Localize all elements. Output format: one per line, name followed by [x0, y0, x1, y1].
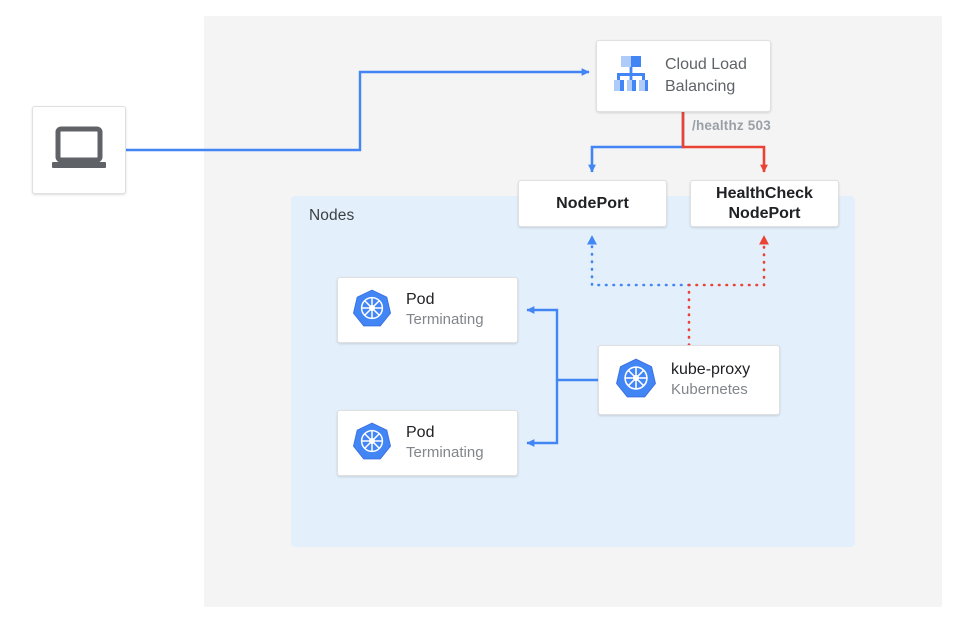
- pod-card-2[interactable]: Pod Terminating: [337, 410, 518, 476]
- cloud-load-balancing-card[interactable]: Cloud Load Balancing: [596, 40, 771, 112]
- healthcheck-nodeport-label: HealthCheck NodePort: [716, 184, 813, 222]
- kube-proxy-subtitle: Kubernetes: [671, 381, 748, 398]
- kubernetes-icon: [352, 288, 392, 333]
- client-laptop-card[interactable]: [32, 106, 126, 194]
- pod-title-2: Pod: [406, 424, 435, 441]
- healthz-edge-label: /healthz 503: [692, 118, 771, 133]
- pod-status-2: Terminating: [406, 444, 484, 461]
- kubernetes-icon: [352, 421, 392, 466]
- pod-status-1: Terminating: [406, 311, 484, 328]
- kube-proxy-title: kube-proxy: [671, 361, 751, 378]
- kube-proxy-card[interactable]: kube-proxy Kubernetes: [598, 345, 780, 415]
- nodeport-label: NodePort: [556, 194, 629, 212]
- laptop-icon: [50, 125, 108, 176]
- healthcheck-nodeport-card[interactable]: HealthCheck NodePort: [690, 180, 839, 227]
- nodes-panel-label: Nodes: [309, 207, 355, 224]
- nodeport-card[interactable]: NodePort: [518, 180, 667, 227]
- cloud-load-balancing-label: Cloud Load Balancing: [665, 56, 747, 95]
- pod-card-1[interactable]: Pod Terminating: [337, 277, 518, 343]
- kubernetes-icon: [615, 357, 657, 404]
- cloud-load-balancing-icon: [609, 53, 653, 100]
- pod-title-1: Pod: [406, 291, 435, 308]
